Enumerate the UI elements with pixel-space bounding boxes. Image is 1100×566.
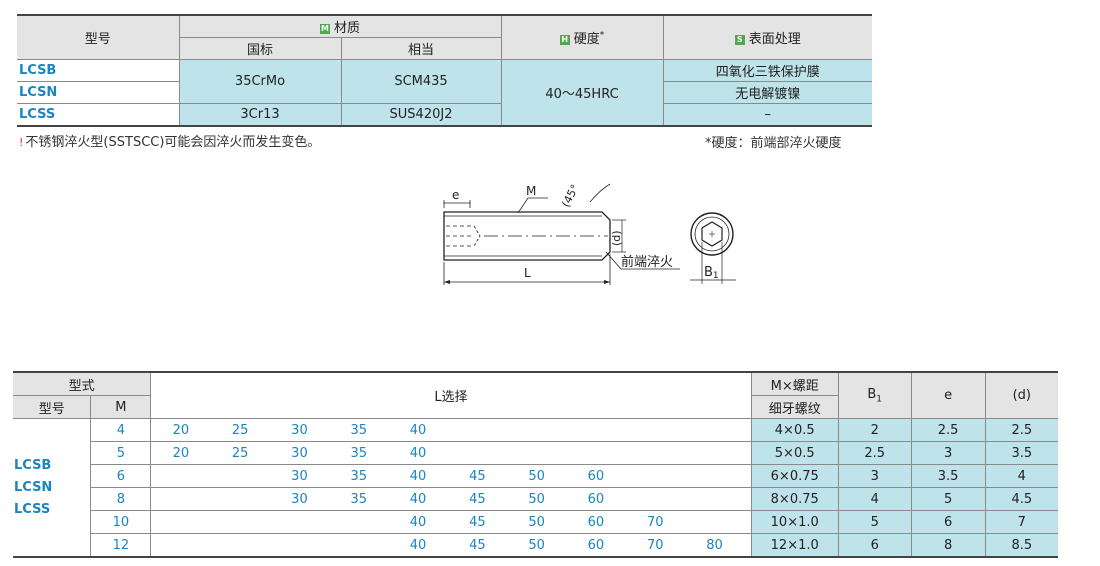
d-value: 7 — [984, 510, 1058, 534]
set-screw-drawing: e M (45° (d) 前端淬火 L B1 — [443, 182, 736, 285]
model-lcss: LCSS — [14, 502, 51, 517]
surface-tag-icon: S — [734, 35, 745, 45]
equiv-material-lcss: SUS420J2 — [340, 103, 502, 126]
model-header: 型号 — [13, 395, 92, 419]
pitch-value: 8×0.75 — [750, 487, 839, 511]
surface-lcsb: 四氧化三铁保护膜 — [662, 59, 872, 82]
equiv-material: SCM435 — [340, 59, 502, 104]
warning-icon: ! — [19, 136, 24, 149]
pitch-header-line1: M×螺距 — [750, 372, 839, 396]
label-angle: (45° — [559, 182, 582, 209]
d-value: 3.5 — [984, 441, 1058, 465]
label-d: (d) — [610, 230, 623, 246]
b1-value: 2.5 — [837, 441, 912, 465]
label-b1: B1 — [704, 265, 719, 281]
pitch-value: 4×0.5 — [750, 418, 839, 442]
gb-material: 35CrMo — [178, 59, 342, 104]
type-header: 型式 — [13, 372, 152, 396]
material-tag-icon: M — [319, 24, 330, 34]
b1-header: B1 — [837, 372, 912, 419]
surface-lcsn: 无电解镀镍 — [662, 81, 872, 104]
model-lcss: LCSS — [17, 103, 180, 126]
label-m: M — [526, 184, 536, 198]
e-value: 5 — [910, 487, 986, 511]
d-value: 8.5 — [984, 533, 1058, 557]
m-value: 6 — [90, 464, 152, 488]
b1-value: 3 — [837, 464, 912, 488]
e-value: 2.5 — [910, 418, 986, 442]
m-value: 4 — [90, 418, 152, 442]
pitch-value: 6×0.75 — [750, 464, 839, 488]
m-value: 10 — [90, 510, 152, 534]
gb-header: 国标 — [179, 37, 342, 60]
surface-lcss: – — [662, 103, 872, 126]
pitch-header-line2: 细牙螺纹 — [750, 395, 839, 419]
m-value: 8 — [90, 487, 152, 511]
e-value: 3 — [910, 441, 986, 465]
e-value: 3.5 — [910, 464, 986, 488]
size-table: 型式 L选择 M×螺距 B1 e (d) 型号 M 细牙螺纹 LCSB LCSN… — [13, 371, 1058, 558]
m-value: 12 — [90, 533, 152, 557]
model-lcsb: LCSB — [17, 59, 180, 82]
label-tip-hardened: 前端淬火 — [621, 254, 673, 270]
model-list: LCSB LCSN LCSS — [13, 418, 92, 558]
model-header: 型号 — [17, 15, 180, 60]
m-header: M — [90, 395, 152, 419]
d-value: 4 — [984, 464, 1058, 488]
label-l: L — [524, 266, 531, 280]
e-value: 6 — [910, 510, 986, 534]
hardness-note: *硬度：前端部淬火硬度 — [705, 136, 842, 151]
e-value: 8 — [910, 533, 986, 557]
b1-value: 6 — [837, 533, 912, 557]
model-lcsb: LCSB — [14, 458, 52, 473]
model-lcsn: LCSN — [17, 81, 180, 104]
pitch-value: 10×1.0 — [750, 510, 839, 534]
hardness-tag-icon: H — [559, 35, 570, 45]
b1-value: 2 — [837, 418, 912, 442]
b1-value: 5 — [837, 510, 912, 534]
equiv-header: 相当 — [340, 37, 501, 60]
model-lcsn: LCSN — [14, 480, 53, 495]
label-e: e — [452, 188, 459, 202]
stainless-note: !不锈钢淬火型(SSTSCC)可能会因淬火而发生变色。 — [19, 135, 321, 150]
hardness-value: 40～45HRC — [500, 59, 664, 127]
d-header: (d) — [984, 372, 1058, 419]
e-header: e — [910, 372, 986, 419]
l-select-header: L选择 — [150, 372, 752, 419]
b1-value: 4 — [837, 487, 912, 511]
gb-material-lcss: 3Cr13 — [178, 103, 342, 126]
d-value: 4.5 — [984, 487, 1058, 511]
m-value: 5 — [90, 441, 152, 465]
pitch-value: 12×1.0 — [750, 533, 839, 557]
d-value: 2.5 — [984, 418, 1058, 442]
pitch-value: 5×0.5 — [750, 441, 839, 465]
